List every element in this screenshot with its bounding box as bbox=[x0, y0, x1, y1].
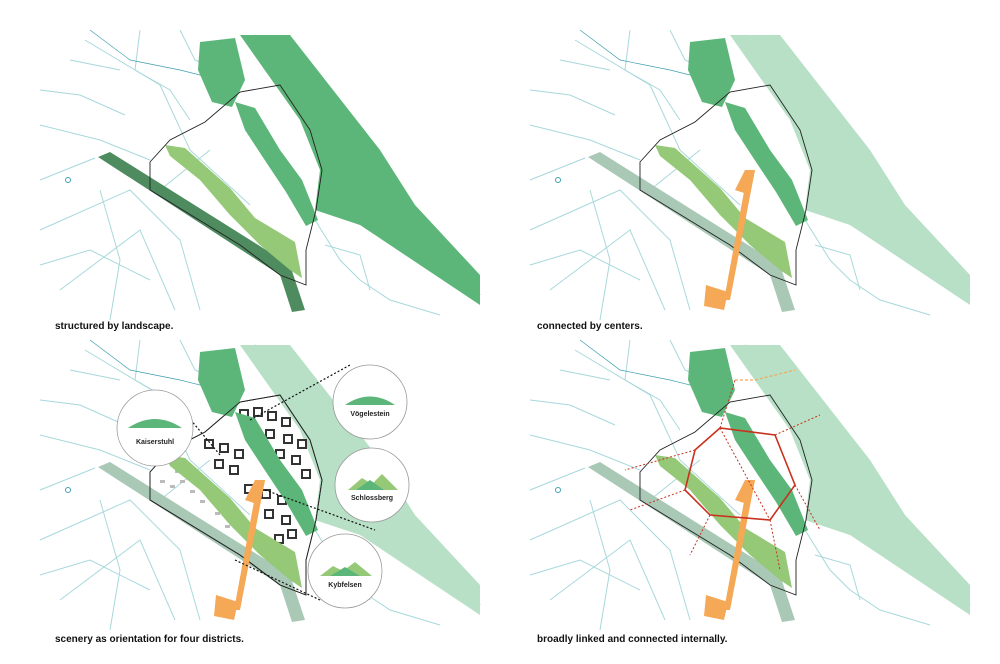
panel-linked-internally bbox=[529, 339, 971, 631]
caption-panel-4: broadly linked and connected internally. bbox=[537, 634, 728, 645]
caption-panel-3: scenery as orientation for four district… bbox=[55, 634, 244, 645]
landmark-voegelestein: Vögelestein bbox=[332, 364, 408, 440]
mountain-icon bbox=[348, 474, 398, 490]
landmark-schlossberg: Schlossberg bbox=[334, 447, 410, 523]
internal-loop bbox=[684, 427, 796, 521]
landmark-label: Kybfelsen bbox=[328, 582, 361, 589]
caption-panel-1: structured by landscape. bbox=[55, 321, 174, 332]
mountain-icon bbox=[345, 396, 395, 405]
forest-patch bbox=[688, 38, 735, 107]
street-network bbox=[39, 29, 481, 321]
forest-patch bbox=[198, 348, 245, 417]
landmark-label: Vögelestein bbox=[350, 411, 389, 418]
landmark-label: Schlossberg bbox=[351, 495, 393, 502]
panel-structured-by-landscape bbox=[39, 29, 481, 321]
mountain-icon bbox=[128, 419, 182, 428]
forest-patch bbox=[688, 348, 735, 417]
caption-panel-2: connected by centers. bbox=[537, 321, 643, 332]
landmark-label: Kaiserstuhl bbox=[136, 439, 174, 446]
external-links bbox=[624, 379, 821, 571]
landmark-kaiserstuhl: Kaiserstuhl bbox=[116, 389, 194, 467]
landmark-circles: Kaiserstuhl Vögelestein Schlossberg Kybf… bbox=[116, 364, 410, 609]
panel-connected-by-centers bbox=[529, 29, 971, 321]
panel-scenery-orientation bbox=[39, 339, 481, 631]
landmark-kybfelsen: Kybfelsen bbox=[307, 533, 383, 609]
orange-link-arrow bbox=[735, 369, 796, 381]
forest-patch bbox=[198, 38, 245, 107]
